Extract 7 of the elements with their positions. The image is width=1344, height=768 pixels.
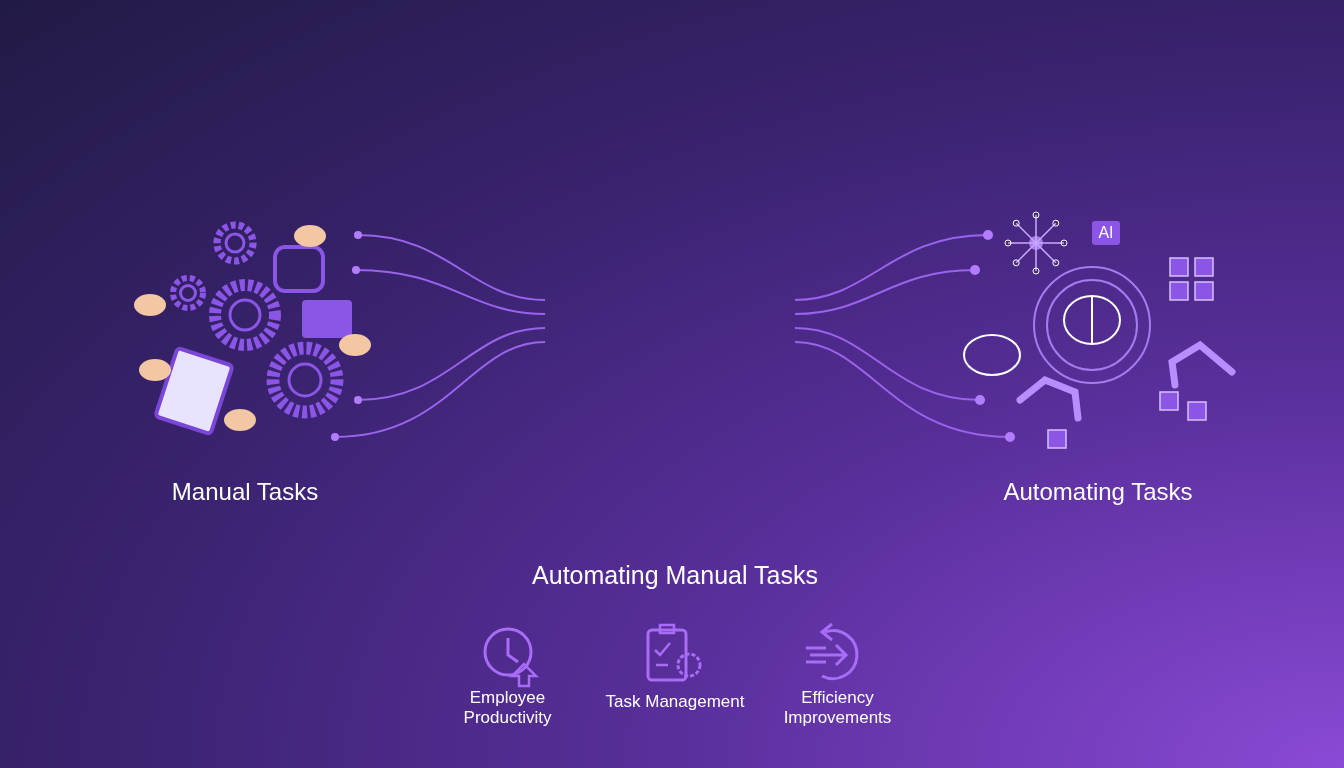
section-heading: Automating Tasks: [1002, 478, 1194, 506]
ai-badge: AI: [1092, 221, 1120, 245]
subtitle: Automating Manual Tasks: [531, 561, 819, 590]
section-heading: Manual Tasks: [170, 478, 320, 506]
icon-caption: Employee Productivity: [462, 688, 553, 728]
icon-caption: Task Management: [604, 692, 746, 712]
icon-caption: Efficiency Improvements: [782, 688, 893, 728]
